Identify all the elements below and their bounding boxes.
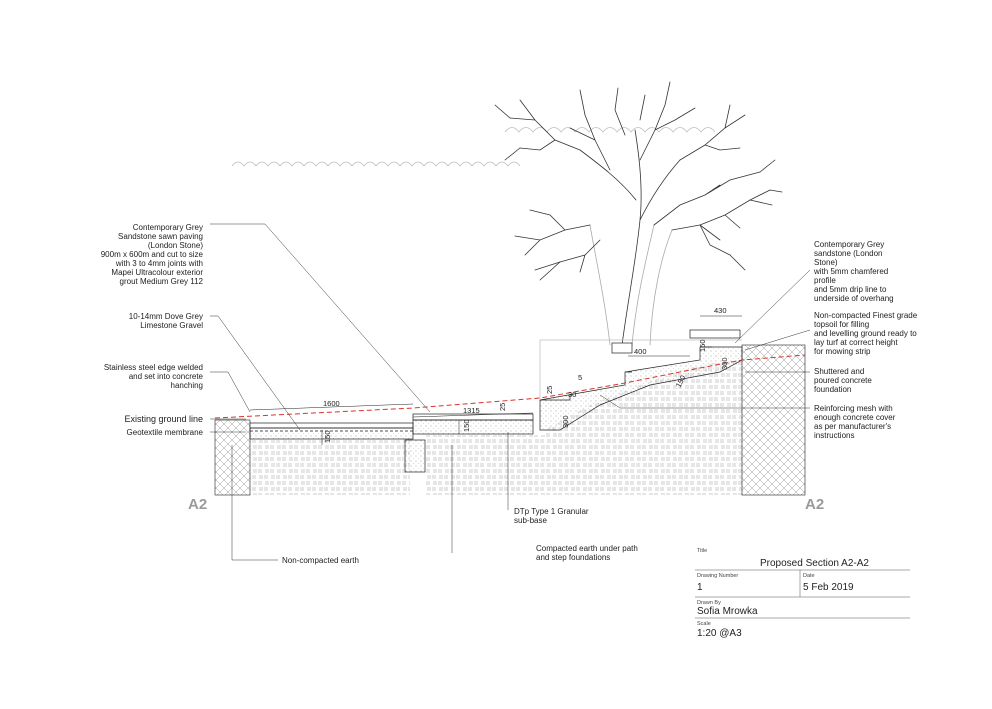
svg-text:Contemporary Grey: Contemporary Grey [814,240,884,249]
svg-text:lay turf at correct height: lay turf at correct height [814,338,898,347]
svg-text:topsoil for filling: topsoil for filling [814,320,869,329]
svg-text:Non-compacted Finest grade: Non-compacted Finest grade [814,311,918,320]
svg-text:with 5mm chamfered: with 5mm chamfered [813,267,888,276]
path-construction [249,329,743,473]
svg-text:for mowing strip: for mowing strip [814,347,871,356]
label-geotextile: Geotextile membrane [127,428,204,437]
svg-text:and 5mm drip line to: and 5mm drip line to [814,285,887,294]
svg-text:and step foundations: and step foundations [536,553,610,562]
label-compacted-earth: Compacted earth under path and step foun… [536,544,638,562]
svg-text:Compacted earth under path: Compacted earth under path [536,544,638,553]
drawing-number: 1 [697,582,703,593]
dim-30: 30 [568,390,576,399]
svg-text:profile: profile [814,276,836,285]
section-mark-left: A2 [188,496,207,513]
scale-label: Scale [697,621,711,627]
svg-text:and levelling ground ready to: and levelling ground ready to [814,329,917,338]
leader-lines [210,223,811,561]
svg-text:(London Stone): (London Stone) [148,241,203,250]
label-subbase: DTp Type 1 Granular sub-base [514,507,589,525]
dim-300-lower: 300 [561,415,570,428]
label-mesh: Reinforcing mesh with enough concrete co… [814,404,896,440]
sky-line [231,127,716,167]
svg-text:and set into concrete: and set into concrete [129,372,204,381]
svg-text:10-14mm Dove Grey: 10-14mm Dove Grey [129,312,203,321]
drawn-by: Sofia Mrowka [697,606,758,617]
svg-text:Shuttered and: Shuttered and [814,367,864,376]
drawing-title: Proposed Section A2-A2 [760,558,869,569]
svg-text:hanching: hanching [171,381,203,390]
tree-illustration [494,81,783,346]
label-foundation: Shuttered and poured concrete foundation [814,367,872,394]
svg-text:Reinforcing mesh with: Reinforcing mesh with [814,404,893,413]
svg-text:instructions: instructions [814,431,854,440]
label-topsoil: Non-compacted Finest grade topsoil for f… [814,311,918,356]
dim-5: 5 [578,373,582,382]
svg-text:enough concrete cover: enough concrete cover [814,413,896,422]
label-step-sandstone: Contemporary Grey sandstone (London Ston… [813,240,894,303]
drawing-date: 5 Feb 2019 [803,582,854,593]
svg-text:poured concrete: poured concrete [814,376,872,385]
dim-1315: 1315 [463,406,480,415]
dim-25-upper: 25 [545,386,554,394]
label-gravel: 10-14mm Dove Grey Limestone Gravel [129,312,203,330]
label-non-compacted-earth: Non-compacted earth [282,556,359,565]
svg-text:900m x 600m and cut to size: 900m x 600m and cut to size [101,250,204,259]
ground-hatch [214,344,806,496]
svg-text:Sandstone sawn paving: Sandstone sawn paving [118,232,203,241]
svg-text:Stone): Stone) [814,258,838,267]
label-paving: Contemporary Grey Sandstone sawn paving … [101,223,204,286]
svg-text:with 3 to 4mm joints with: with 3 to 4mm joints with [115,259,203,268]
svg-text:underside of overhang: underside of overhang [814,294,894,303]
label-existing-ground: Existing ground line [124,414,203,424]
dim-150-upper: 150 [698,339,707,352]
svg-text:DTp Type 1 Granular: DTp Type 1 Granular [514,507,589,516]
drawing-scale: 1:20 @A3 [697,628,742,639]
svg-text:Limestone Gravel: Limestone Gravel [140,321,203,330]
dim-430: 430 [714,306,727,315]
drawing-number-label: Drawing Number [697,573,738,579]
svg-text:Mapei Ultracolour exterior: Mapei Ultracolour exterior [111,268,203,277]
date-label: Date [803,573,815,579]
svg-text:Stainless steel edge welded: Stainless steel edge welded [104,363,203,372]
svg-text:Contemporary Grey: Contemporary Grey [133,223,203,232]
section-mark-right: A2 [805,496,824,513]
dim-1600: 1600 [323,399,340,408]
existing-ground-dashed-line [214,354,806,419]
svg-text:foundation: foundation [814,385,851,394]
dim-150-step: 150 [462,419,471,432]
dim-400: 400 [634,347,647,356]
title-block [695,569,910,619]
svg-text:grout Medium Grey 112: grout Medium Grey 112 [120,277,204,286]
svg-text:as per manufacturer's: as per manufacturer's [814,422,891,431]
dim-25-lower: 25 [498,403,507,411]
dim-300-upper: 300 [720,357,729,370]
svg-text:sub-base: sub-base [514,516,547,525]
label-edge: Stainless steel edge welded and set into… [104,363,204,390]
svg-text:sandstone (London: sandstone (London [814,249,883,258]
drawn-by-label: Drawn By [697,600,721,606]
dimension-lines [249,315,742,445]
title-label: Title [697,548,707,554]
dim-150-path: 150 [323,430,332,443]
